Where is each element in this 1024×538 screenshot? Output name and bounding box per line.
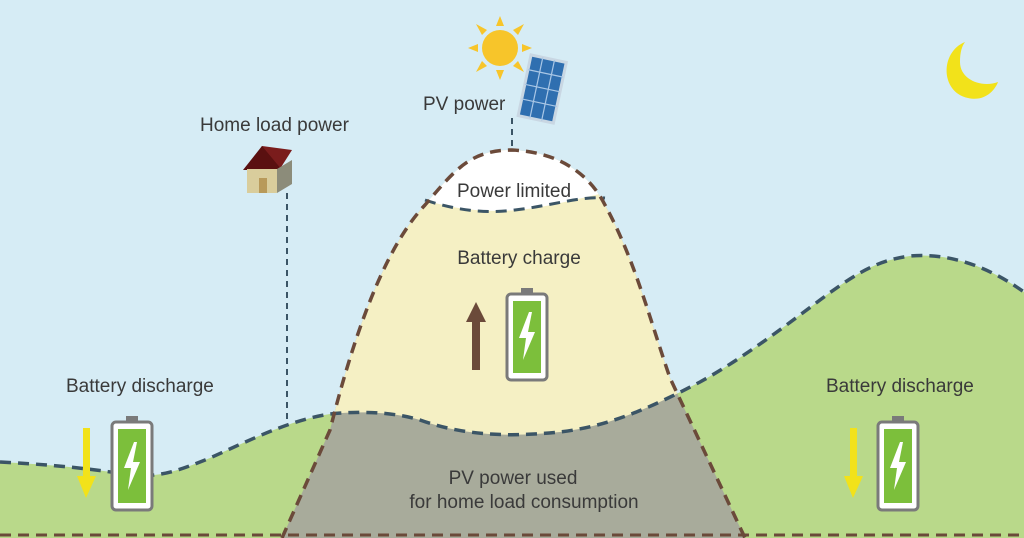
battery-charge-region xyxy=(282,150,745,435)
battery-discharge-left-label: Battery discharge xyxy=(66,376,214,397)
home-load-curve xyxy=(0,253,1024,478)
battery-icon xyxy=(110,416,154,512)
arrow-down-icon xyxy=(844,428,863,498)
home-load-power-label: Home load power xyxy=(200,115,350,136)
sun-icon xyxy=(468,16,532,80)
battery-discharge-right-label: Battery discharge xyxy=(826,376,974,397)
pv-used-label-line2: for home load consumption xyxy=(409,492,638,513)
power-limited-label: Power limited xyxy=(457,181,571,202)
arrow-down-icon xyxy=(77,428,96,498)
power-limit-line xyxy=(424,196,606,213)
house-icon xyxy=(243,146,292,193)
pv-used-label-line1: PV power used xyxy=(449,468,578,489)
battery-icon xyxy=(505,288,549,382)
pv-power-curve xyxy=(280,148,747,538)
pv-power-label: PV power xyxy=(423,94,506,115)
solar-panel-icon xyxy=(516,53,569,125)
arrow-up-icon xyxy=(466,302,486,370)
battery-charge-label: Battery charge xyxy=(457,248,581,269)
home-load-region xyxy=(0,255,1024,538)
moon-icon xyxy=(946,42,998,99)
battery-icon xyxy=(876,416,920,512)
